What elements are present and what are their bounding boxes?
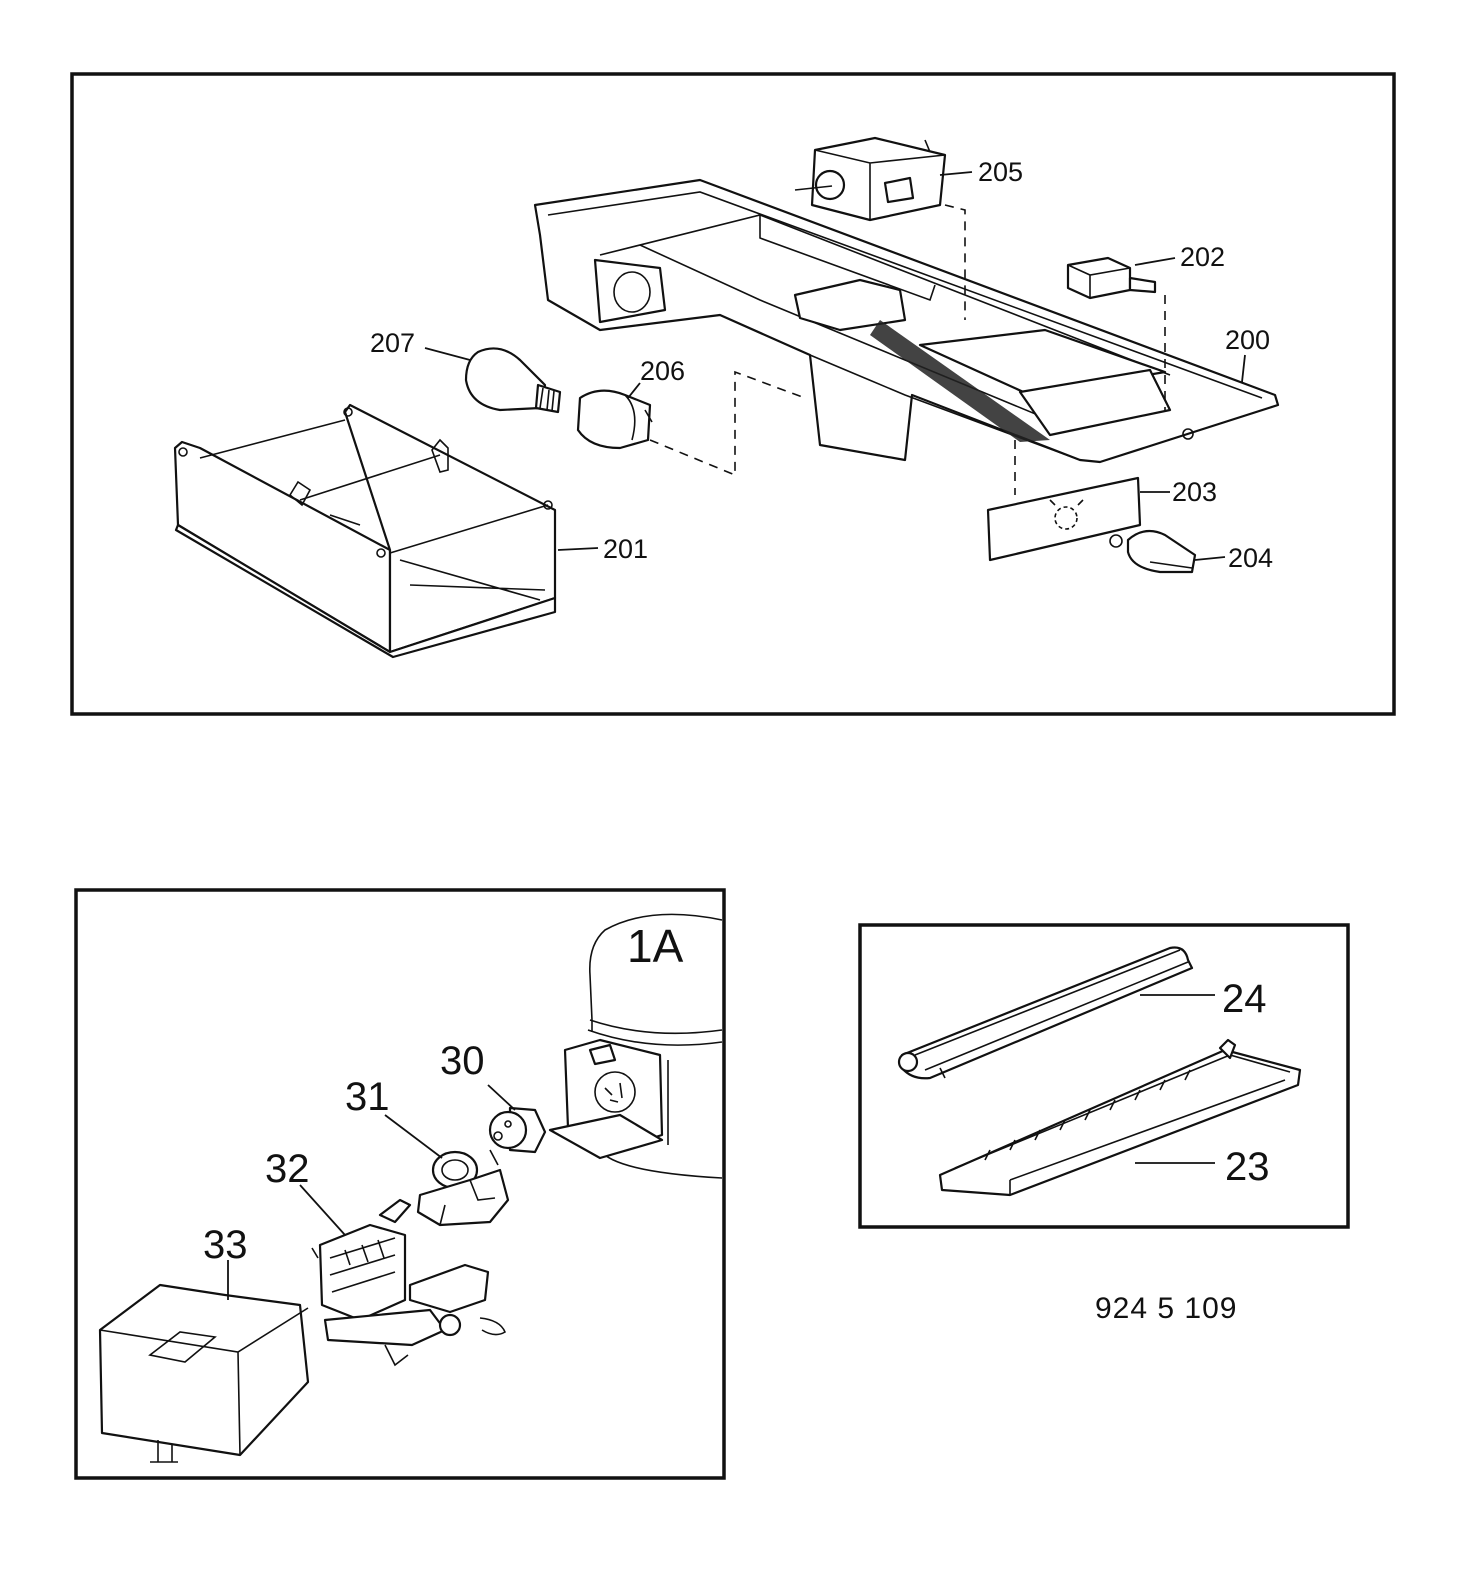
part-24-rail — [897, 946, 1194, 1080]
callout-206: 206 — [640, 356, 685, 386]
top-panel-frame — [70, 72, 1396, 716]
part-205-thermostat — [794, 136, 947, 222]
bottom-left-panel: 30 31 32 33 1A — [74, 888, 726, 1480]
leader-30 — [487, 1084, 516, 1111]
part-30-plug — [488, 1106, 547, 1154]
leader-206 — [627, 382, 641, 399]
part-200-housing — [533, 178, 1280, 464]
callout-200: 200 — [1225, 325, 1270, 355]
leader-204 — [1194, 556, 1226, 561]
leader-200 — [1241, 354, 1246, 383]
leader-202 — [1134, 257, 1176, 266]
part-204-knob — [1109, 529, 1197, 574]
part-201-drawer — [173, 403, 557, 659]
bottom-left-panel-frame — [74, 888, 726, 1480]
callout-23: 23 — [1225, 1145, 1270, 1189]
part-31-protector — [416, 1149, 510, 1227]
leader-32 — [299, 1184, 346, 1236]
diagram-code: 924 5 109 — [1095, 1292, 1237, 1325]
part-202-switch — [1066, 256, 1157, 300]
callout-30: 30 — [440, 1039, 485, 1083]
compressor-1a — [548, 913, 723, 1179]
callout-201: 201 — [603, 534, 648, 564]
bottom-right-panel-frame — [858, 923, 1350, 1229]
leader-207 — [424, 347, 471, 361]
leader-205 — [939, 171, 973, 176]
callout-24: 24 — [1222, 977, 1267, 1021]
callout-205: 205 — [978, 157, 1023, 187]
callout-33: 33 — [203, 1223, 248, 1267]
part-203-plate — [986, 476, 1142, 562]
callout-32: 32 — [265, 1147, 310, 1191]
bottom-right-panel: 24 23 — [858, 923, 1350, 1229]
callout-202: 202 — [1180, 242, 1225, 272]
leader-201 — [557, 547, 599, 551]
part-207-bulb — [464, 347, 562, 414]
top-panel: 205 202 200 207 206 201 203 204 — [70, 72, 1396, 716]
compressor-tag-1a: 1A — [627, 920, 684, 972]
callout-204: 204 — [1228, 543, 1273, 573]
part-33-cover — [98, 1283, 310, 1463]
callout-207: 207 — [370, 328, 415, 358]
part-32-relay — [311, 1198, 507, 1367]
leader-31 — [384, 1114, 443, 1159]
callout-31: 31 — [345, 1075, 390, 1119]
callout-203: 203 — [1172, 477, 1217, 507]
part-206-lamp-holder — [576, 389, 653, 450]
part-23-tray — [938, 1038, 1302, 1197]
